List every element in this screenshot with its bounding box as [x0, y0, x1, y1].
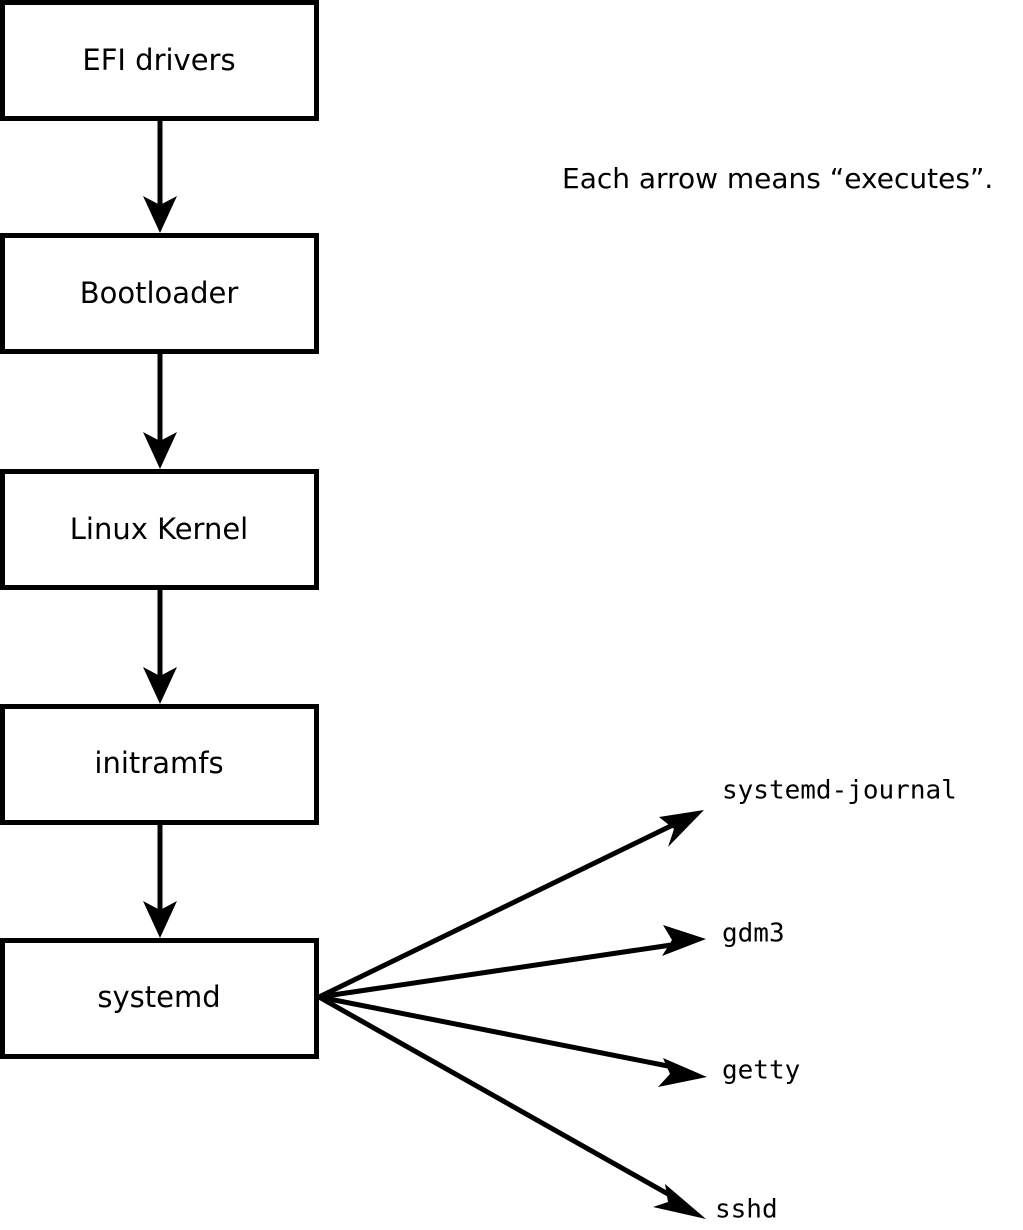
arrow-systemd-to-systemd-journal: [317, 810, 704, 1000]
node-box-linux-kernel: [0, 469, 319, 590]
arrowhead-systemd-to-systemd-journal: [659, 810, 704, 847]
diagram-caption: Each arrow means “executes”.: [562, 162, 993, 195]
node-efi-drivers[interactable]: EFI drivers: [0, 0, 319, 121]
arrow-initramfs-to-systemd: [143, 823, 177, 938]
node-label-initramfs: initramfs: [94, 746, 223, 780]
arrowhead-systemd-to-getty: [658, 1058, 707, 1087]
node-label-efi-drivers: EFI drivers: [82, 43, 235, 77]
node-bootloader[interactable]: Bootloader: [0, 233, 319, 354]
arrowhead-efi-drivers-to-bootloader: [143, 196, 177, 233]
node-systemd[interactable]: systemd: [0, 938, 319, 1059]
arrow-systemd-to-sshd: [317, 994, 706, 1219]
arrowhead-linux-kernel-to-initramfs: [143, 667, 177, 704]
node-label-linux-kernel: Linux Kernel: [70, 512, 248, 546]
arrowhead-initramfs-to-systemd: [143, 901, 177, 938]
node-box-efi-drivers: [0, 0, 319, 121]
arrow-linux-kernel-to-initramfs: [143, 588, 177, 704]
arrow-systemd-to-gdm3: [318, 925, 706, 1000]
arrowhead-systemd-to-gdm3: [662, 925, 706, 956]
node-label-bootloader: Bootloader: [80, 276, 239, 310]
service-label-systemd-journal[interactable]: systemd-journal: [722, 776, 957, 806]
arrow-systemd-to-getty: [318, 994, 707, 1087]
arrow-efi-drivers-to-bootloader: [143, 119, 177, 233]
node-label-systemd: systemd: [97, 980, 220, 1014]
service-label-gdm3[interactable]: gdm3: [722, 919, 785, 949]
arrow-bootloader-to-linux-kernel: [143, 352, 177, 469]
node-box-bootloader: [0, 233, 319, 354]
service-label-sshd[interactable]: sshd: [715, 1195, 778, 1225]
arrowhead-systemd-to-sshd: [653, 1184, 706, 1219]
node-linux-kernel[interactable]: Linux Kernel: [0, 469, 319, 590]
service-label-getty[interactable]: getty: [722, 1056, 800, 1086]
arrowhead-bootloader-to-linux-kernel: [143, 432, 177, 469]
node-initramfs[interactable]: initramfs: [0, 704, 319, 825]
node-box-systemd: [0, 938, 319, 1059]
node-box-initramfs: [0, 704, 319, 825]
